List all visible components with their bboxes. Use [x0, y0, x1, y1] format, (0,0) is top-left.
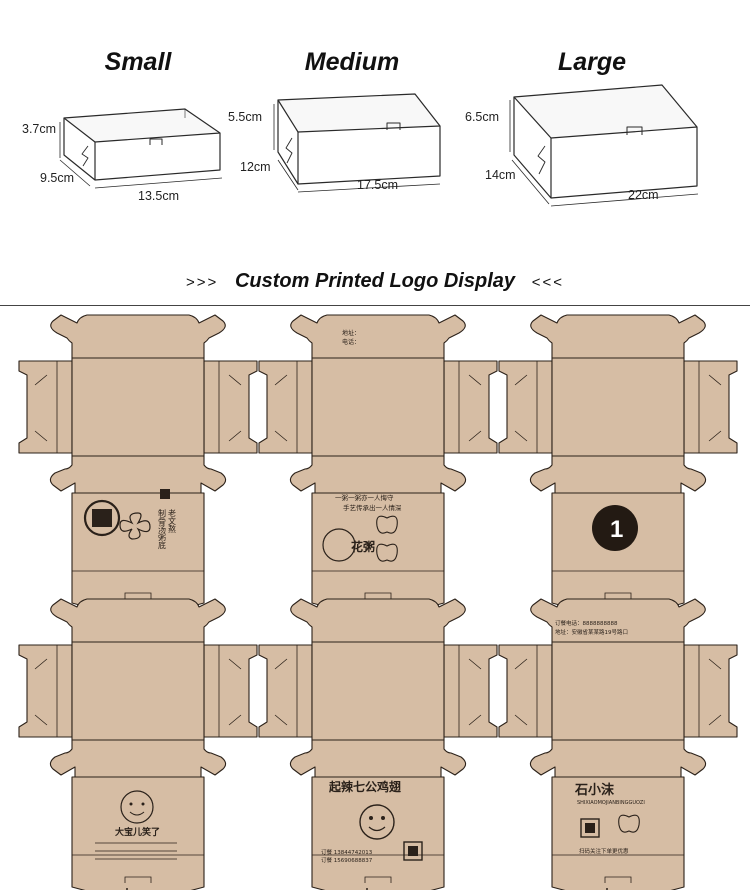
banner-left-arrows: >>> — [186, 274, 219, 291]
box-5-order-2: 订餐 15690688837 — [321, 856, 373, 864]
box-3-logo-number: 1 — [610, 516, 623, 543]
box-2-phone-line: 电话： — [342, 338, 360, 346]
box-2-print: 地址： 电话： 一粥一粥亦一人悔守 手艺传承出一人情深 花粥 — [322, 329, 402, 562]
qr-code-icon — [403, 841, 423, 861]
box-2-slogan-2: 手艺传承出一人情深 — [343, 503, 402, 512]
box-6-footer: 扫码关注下单更优惠 — [579, 847, 629, 855]
number-one-logo — [592, 505, 638, 551]
meal-seal-logo — [83, 499, 121, 537]
large-height-label: 6.5cm — [465, 110, 500, 124]
box-2-address-line: 地址： — [342, 329, 360, 337]
box-1-brand-line-1: 老文熬 — [168, 508, 177, 534]
box-1-print: 老文熬 制骨汤粥底 — [83, 489, 177, 550]
size-title-medium: Medium — [304, 48, 400, 76]
box-5-order-1: 订餐 13844742013 — [321, 848, 373, 856]
box-6-phone-line: 订餐电话：8888888888 — [555, 619, 618, 627]
smiley-face-icon — [359, 804, 395, 840]
small-box-outline — [59, 108, 223, 189]
stamp-icon — [160, 489, 170, 499]
size-title-small: Small — [104, 48, 172, 76]
small-length-label: 13.5cm — [138, 189, 179, 203]
dieline-box-3: 1 — [498, 314, 738, 608]
box-2-slogan-1: 一粥一粥亦一人悔守 — [335, 493, 394, 502]
bowl-logo-icon — [322, 528, 356, 562]
dieline-box-6: 订餐电话：8888888888 地址：安徽省某某路19号路口 石小沫 SHIXI… — [498, 598, 738, 890]
large-length-label: 22cm — [628, 188, 659, 202]
medium-box-outline — [273, 93, 441, 193]
box-6-print: 订餐电话：8888888888 地址：安徽省某某路19号路口 石小沫 SHIXI… — [555, 619, 645, 855]
small-height-label: 3.7cm — [22, 122, 57, 136]
medium-height-label: 5.5cm — [228, 110, 263, 124]
small-width-label: 9.5cm — [40, 171, 75, 185]
medium-length-label: 17.5cm — [357, 178, 398, 192]
box-4-print: 大宝儿笑了 — [95, 790, 177, 860]
dieline-box-4: 大宝儿笑了 — [18, 598, 258, 890]
box-1-brand-line-2: 制骨汤粥底 — [158, 508, 167, 550]
size-box-illustrations — [59, 84, 699, 207]
butterfly-icon — [618, 814, 640, 833]
clover-heart-icon — [119, 512, 151, 540]
baby-face-icon — [120, 790, 154, 824]
dieline-box-5: 起辣七公鸡翅 订餐 13844742013 订餐 15690688837 — [258, 598, 498, 890]
medium-width-label: 12cm — [240, 160, 271, 174]
box-6-brand-sub: SHIXIAOMOJIANBINGGUOZI — [577, 800, 645, 806]
box-6-address-line: 地址：安徽省某某路19号路口 — [555, 628, 628, 636]
box-4-slogan: 大宝儿笑了 — [115, 826, 160, 838]
size-title-large: Large — [557, 48, 627, 76]
section-divider — [0, 305, 750, 306]
large-box-outline — [509, 84, 699, 207]
box-3-print: 1 — [592, 505, 638, 551]
butterfly-icon — [376, 515, 398, 562]
box-4-fine-print — [95, 842, 177, 860]
box-6-brand: 石小沫 — [574, 782, 615, 798]
box-5-print: 起辣七公鸡翅 订餐 13844742013 订餐 15690688837 — [321, 779, 423, 864]
box-5-header: 起辣七公鸡翅 — [328, 779, 401, 794]
banner-title: Custom Printed Logo Display — [234, 270, 516, 292]
banner-right-arrows: <<< — [531, 274, 564, 291]
dieline-box-2: 地址： 电话： 一粥一粥亦一人悔守 手艺传承出一人情深 花粥 — [258, 314, 498, 608]
section-banner: >>> Custom Printed Logo Display <<< — [0, 270, 750, 293]
dieline-box-1: 老文熬 制骨汤粥底 — [18, 314, 258, 608]
qr-code-icon — [580, 818, 600, 838]
box-2-logo-text: 花粥 — [351, 539, 375, 554]
meal-seal-logo-core — [92, 509, 112, 527]
large-width-label: 14cm — [485, 168, 516, 182]
